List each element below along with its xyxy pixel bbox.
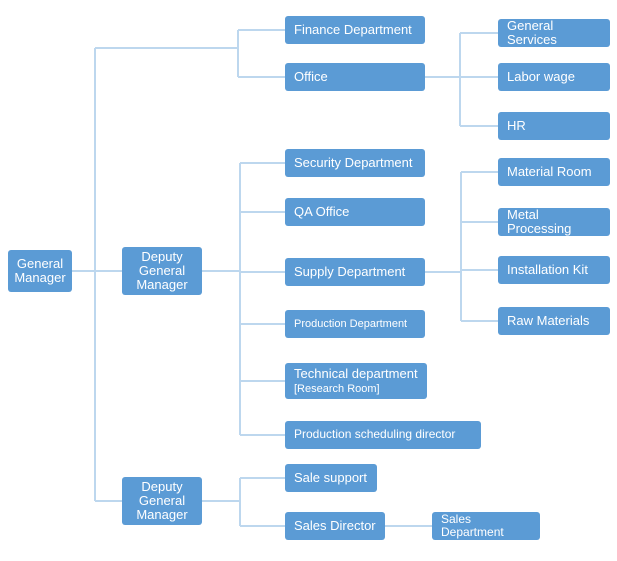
node-sublabel: [Research Room] bbox=[294, 382, 380, 395]
node-technical-department[interactable]: Technical department [Research Room] bbox=[285, 363, 427, 399]
node-label: General Manager bbox=[14, 255, 66, 285]
node-security-department[interactable]: Security Department bbox=[285, 149, 425, 177]
node-label: Raw Materials bbox=[507, 312, 590, 328]
node-sales-director[interactable]: Sales Director bbox=[285, 512, 385, 540]
node-label: Deputy General Manager bbox=[136, 478, 188, 523]
node-label: Production scheduling director bbox=[294, 427, 456, 442]
node-label: Installation Kit bbox=[507, 261, 588, 277]
node-label: Deputy General Manager bbox=[136, 248, 188, 293]
node-label: Sales Department bbox=[441, 511, 504, 539]
node-sale-support[interactable]: Sale support bbox=[285, 464, 377, 492]
node-raw-materials[interactable]: Raw Materials bbox=[498, 307, 610, 335]
node-label: Office bbox=[294, 68, 328, 84]
node-label: Finance Department bbox=[294, 21, 412, 37]
node-labor-wage[interactable]: Labor wage bbox=[498, 63, 610, 91]
node-label: General Services bbox=[507, 17, 557, 47]
node-sales-department[interactable]: Sales Department bbox=[432, 512, 540, 540]
node-finance-department[interactable]: Finance Department bbox=[285, 16, 425, 44]
node-label: HR bbox=[507, 117, 526, 133]
node-metal-processing[interactable]: Metal Processing bbox=[498, 206, 610, 236]
node-deputy-general-manager-2[interactable]: Deputy General Manager bbox=[122, 477, 202, 525]
node-label: Sale support bbox=[294, 469, 367, 485]
node-label: Technical department bbox=[294, 366, 418, 382]
node-material-room[interactable]: Material Room bbox=[498, 158, 610, 186]
node-production-scheduling-director[interactable]: Production scheduling director bbox=[285, 421, 481, 449]
node-label: Material Room bbox=[507, 163, 592, 179]
node-label: Metal Processing bbox=[507, 206, 572, 236]
node-label: QA Office bbox=[294, 203, 350, 219]
node-hr[interactable]: HR bbox=[498, 112, 610, 140]
node-label: Sales Director bbox=[294, 517, 376, 533]
node-label: Supply Department bbox=[294, 263, 406, 279]
node-qa-office[interactable]: QA Office bbox=[285, 198, 425, 226]
node-deputy-general-manager-1[interactable]: Deputy General Manager bbox=[122, 247, 202, 295]
node-production-department[interactable]: Production Department bbox=[285, 310, 425, 338]
node-office[interactable]: Office bbox=[285, 63, 425, 91]
node-label: Production Department bbox=[294, 317, 408, 330]
node-label: Security Department bbox=[294, 154, 413, 170]
node-installation-kit[interactable]: Installation Kit bbox=[498, 256, 610, 284]
node-label: Labor wage bbox=[507, 68, 575, 84]
node-general-manager[interactable]: General Manager bbox=[8, 250, 72, 292]
node-general-services[interactable]: General Services bbox=[498, 17, 610, 47]
node-supply-department[interactable]: Supply Department bbox=[285, 258, 425, 286]
